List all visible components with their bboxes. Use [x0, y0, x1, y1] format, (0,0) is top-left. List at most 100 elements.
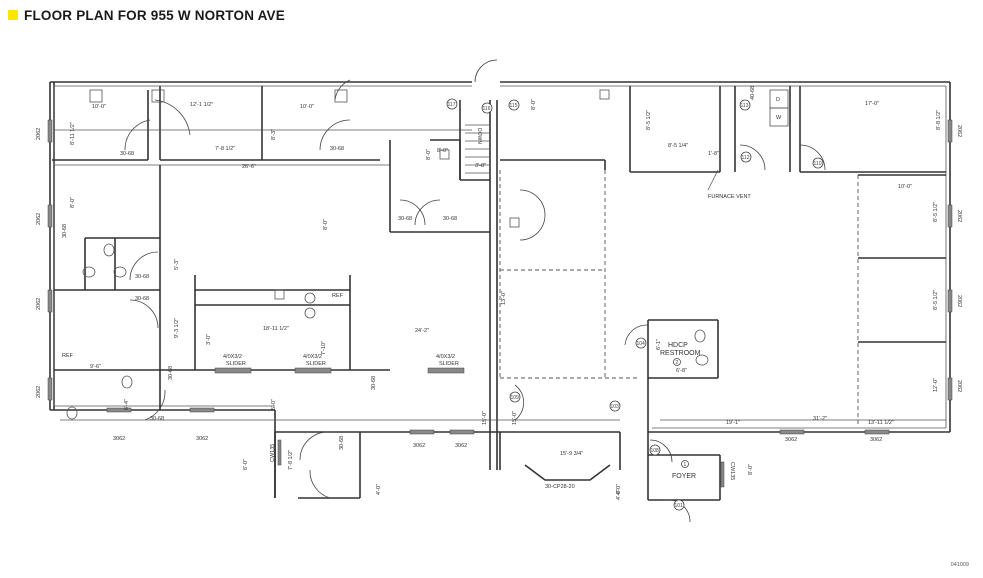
drawing-code: 041009: [950, 562, 969, 568]
svg-text:1: 1: [684, 462, 687, 468]
svg-text:FURNACE VENT: FURNACE VENT: [708, 194, 751, 200]
svg-text:3'-8": 3'-8": [475, 163, 486, 169]
svg-text:SLIDER: SLIDER: [439, 361, 459, 367]
svg-text:6'-1": 6'-1": [656, 339, 662, 350]
svg-text:101: 101: [675, 503, 684, 509]
svg-text:113: 113: [741, 103, 749, 109]
svg-text:15'-0": 15'-0": [512, 411, 518, 425]
svg-text:6'-8": 6'-8": [676, 368, 687, 374]
annotations: REF REF FURNACE VENT D W: [62, 89, 789, 359]
svg-text:FOYER: FOYER: [672, 473, 696, 480]
svg-text:18'-11 1/2": 18'-11 1/2": [263, 326, 289, 332]
title-bar: FLOOR PLAN FOR 955 W NORTON AVE: [8, 6, 285, 24]
svg-text:30-68: 30-68: [339, 436, 345, 450]
svg-text:2062: 2062: [36, 213, 42, 225]
svg-text:110: 110: [814, 161, 822, 167]
svg-text:117: 117: [448, 102, 456, 108]
svg-text:7'-8 1/2": 7'-8 1/2": [215, 146, 235, 152]
svg-text:2062: 2062: [956, 295, 962, 307]
svg-text:5'-3": 5'-3": [174, 259, 180, 270]
svg-text:2062: 2062: [956, 210, 962, 222]
svg-text:30-68: 30-68: [150, 416, 164, 422]
svg-text:103: 103: [611, 404, 620, 410]
svg-text:13'-0": 13'-0": [501, 291, 507, 305]
svg-text:112: 112: [742, 155, 750, 161]
svg-text:31'-2": 31'-2": [813, 416, 827, 422]
svg-text:30-68: 30-68: [330, 146, 344, 152]
door-labels: 30-68 30-68 30-68 30-68 30-68 30-68 30-6…: [62, 86, 756, 450]
svg-text:8'-0": 8'-0": [426, 149, 432, 160]
svg-text:8'-0": 8'-0": [531, 99, 537, 110]
svg-text:1'-8": 1'-8": [708, 151, 719, 157]
interior-walls: [52, 86, 946, 501]
window-markers: [47, 119, 953, 435]
svg-text:RESTROOM: RESTROOM: [660, 350, 701, 357]
svg-text:30-68: 30-68: [443, 216, 457, 222]
svg-text:HDCP: HDCP: [668, 342, 688, 349]
svg-text:8'-5 1/4": 8'-5 1/4": [668, 143, 688, 149]
title-accent-square: [8, 10, 18, 20]
svg-text:30-68: 30-68: [371, 376, 377, 390]
svg-text:REF: REF: [62, 353, 74, 359]
svg-text:108: 108: [651, 448, 660, 454]
svg-text:19'-1": 19'-1": [726, 420, 740, 426]
svg-text:8'-5 1/2": 8'-5 1/2": [933, 290, 939, 310]
svg-text:116: 116: [483, 106, 491, 112]
svg-text:26'-6": 26'-6": [242, 164, 256, 170]
svg-text:15'-0": 15'-0": [482, 411, 488, 425]
svg-text:12'-1 1/2": 12'-1 1/2": [190, 102, 213, 108]
svg-text:5'-0": 5'-0": [271, 399, 277, 410]
svg-text:104: 104: [637, 341, 646, 347]
svg-text:30-68: 30-68: [168, 366, 174, 380]
svg-text:30-CP28-20: 30-CP28-20: [545, 484, 575, 490]
svg-text:3062: 3062: [196, 436, 208, 442]
svg-text:4/0X3/2: 4/0X3/2: [223, 354, 242, 360]
dimension-labels: 10'-0" 12'-1 1/2" 10'-0" 7'-8 1/2" 8'-3"…: [70, 99, 942, 500]
page-title: FLOOR PLAN FOR 955 W NORTON AVE: [24, 7, 285, 23]
svg-text:2062: 2062: [956, 380, 962, 392]
svg-text:10'-0": 10'-0": [300, 104, 314, 110]
svg-text:SLIDER: SLIDER: [226, 361, 246, 367]
svg-text:8'-0": 8'-0": [70, 197, 76, 208]
window-labels: 2062 2062 2062 2062 3062 3062 3062 3062 …: [36, 125, 962, 449]
stairs: DOWN: [465, 124, 490, 174]
svg-text:40-68: 40-68: [750, 86, 756, 100]
svg-text:2062: 2062: [956, 125, 962, 137]
svg-text:30-68: 30-68: [120, 151, 134, 157]
door-number-bubbles: 117 116 115 113 112 110 109 108 104 103 …: [446, 98, 824, 511]
svg-text:15'-9 3/4": 15'-9 3/4": [560, 451, 583, 457]
svg-text:8'-0": 8'-0": [437, 148, 448, 154]
svg-text:8'-0": 8'-0": [323, 219, 329, 230]
svg-text:3062: 3062: [870, 437, 882, 443]
svg-text:3062: 3062: [413, 443, 425, 449]
svg-text:30-68: 30-68: [398, 216, 412, 222]
svg-text:CW135: CW135: [270, 444, 276, 462]
svg-text:4'-0": 4'-0": [376, 484, 382, 495]
svg-text:2062: 2062: [36, 386, 42, 398]
svg-text:8'-0": 8'-0": [748, 464, 754, 475]
room-labels: HDCP RESTROOM 2 1 FOYER: [660, 342, 701, 480]
svg-text:30-68: 30-68: [135, 274, 149, 280]
svg-text:10'-0": 10'-0": [92, 104, 106, 110]
bay-window: 30-CP28-20: [524, 464, 611, 490]
svg-text:2062: 2062: [36, 298, 42, 310]
svg-text:30-68: 30-68: [135, 296, 149, 302]
closet-labels: CW135 CW135: [270, 439, 735, 488]
svg-text:3'-0": 3'-0": [206, 334, 212, 345]
svg-text:8'-5 1/2": 8'-5 1/2": [646, 110, 652, 130]
svg-text:8'-11 1/2": 8'-11 1/2": [70, 122, 76, 145]
svg-text:6'-4": 6'-4": [124, 399, 130, 410]
svg-text:24'-2": 24'-2": [415, 328, 429, 334]
svg-text:6'-0": 6'-0": [243, 459, 249, 470]
svg-text:9'-3 1/2": 9'-3 1/2": [174, 318, 180, 338]
fixtures: [66, 89, 709, 420]
svg-text:13'-11 1/2": 13'-11 1/2": [868, 420, 894, 426]
svg-text:SLIDER: SLIDER: [306, 361, 326, 367]
svg-text:17'-0": 17'-0": [865, 101, 879, 107]
svg-text:4'-0": 4'-0": [616, 489, 622, 500]
svg-text:2062: 2062: [36, 128, 42, 140]
svg-text:115: 115: [510, 103, 518, 109]
svg-text:9'-6": 9'-6": [90, 364, 101, 370]
svg-text:7'-8 1/2": 7'-8 1/2": [288, 450, 294, 470]
svg-text:REF: REF: [332, 293, 344, 299]
